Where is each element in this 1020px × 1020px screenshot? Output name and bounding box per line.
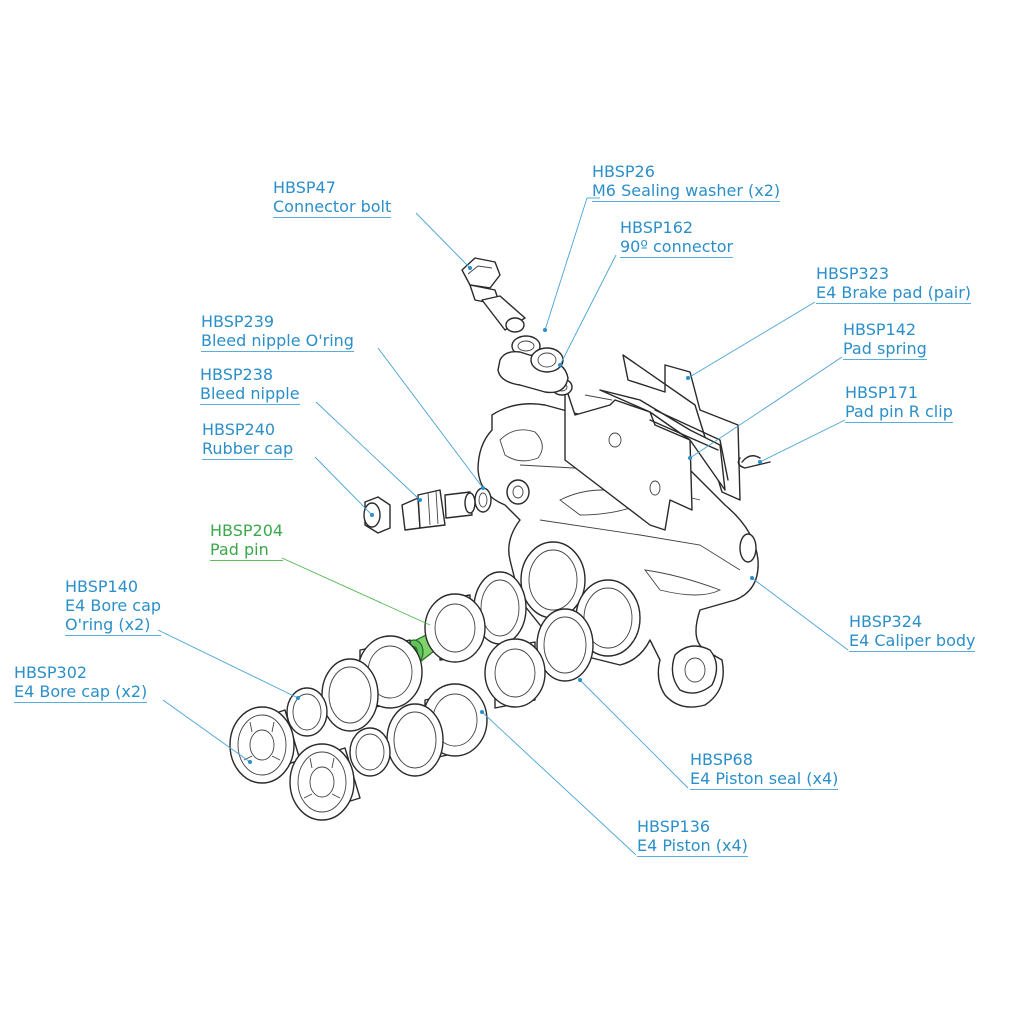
bleed-nipple: [401, 489, 476, 531]
lower-row-parts: [349, 608, 594, 777]
callout-hbsp140: HBSP140 E4 Bore cap O'ring (x2): [65, 577, 162, 636]
callout-hbsp239: HBSP239 Bleed nipple O'ring: [201, 312, 354, 352]
upper-row-parts: [286, 571, 527, 737]
rubber-cap: [363, 496, 391, 534]
part-code: HBSP47: [273, 178, 336, 197]
part-code: HBSP204: [210, 521, 284, 540]
callout-hbsp324: HBSP324 E4 Caliper body: [849, 612, 976, 652]
bleed-nipple-oring: [474, 487, 492, 513]
part-code: HBSP162: [620, 218, 694, 237]
part-name: Rubber cap: [202, 439, 294, 460]
part-name: E4 Piston seal (x4): [690, 769, 839, 790]
part-code: HBSP171: [845, 383, 919, 402]
bore-cap-upper: [229, 706, 301, 784]
part-name: 90º connector: [620, 237, 734, 258]
part-name: E4 Bore cap: [65, 596, 162, 615]
callout-hbsp204: HBSP204 Pad pin: [210, 521, 284, 561]
part-code: HBSP136: [637, 817, 711, 836]
callout-hbsp47: HBSP47 Connector bolt: [273, 178, 392, 218]
ninety-connector: [497, 347, 569, 394]
part-code: HBSP324: [849, 612, 923, 631]
callout-hbsp238: HBSP238 Bleed nipple: [200, 365, 300, 405]
part-name: E4 Caliper body: [849, 631, 976, 652]
callout-hbsp240: HBSP240 Rubber cap: [202, 420, 294, 460]
part-code: HBSP323: [816, 264, 890, 283]
part-code: HBSP142: [843, 320, 917, 339]
part-name-line2: O'ring (x2): [65, 615, 162, 636]
connector-bolt: [461, 257, 526, 333]
part-code: HBSP238: [200, 365, 274, 384]
part-name: Connector bolt: [273, 197, 392, 218]
part-name: E4 Brake pad (pair): [816, 283, 972, 304]
part-code: HBSP240: [202, 420, 276, 439]
part-code: HBSP239: [201, 312, 275, 331]
part-name: Pad pin R clip: [845, 402, 953, 423]
part-name: Bleed nipple O'ring: [201, 331, 354, 352]
leader-lines: [157, 197, 849, 856]
part-name: Pad pin: [210, 540, 284, 561]
callout-hbsp323: HBSP323 E4 Brake pad (pair): [816, 264, 972, 304]
part-name: M6 Sealing washer (x2): [592, 181, 781, 202]
callout-hbsp162: HBSP162 90º connector: [620, 218, 734, 258]
callout-hbsp26: HBSP26 M6 Sealing washer (x2): [592, 162, 781, 202]
callout-hbsp302: HBSP302 E4 Bore cap (x2): [14, 663, 148, 703]
brake-pads: [564, 354, 741, 531]
part-name: E4 Bore cap (x2): [14, 682, 148, 703]
callout-hbsp136: HBSP136 E4 Piston (x4): [637, 817, 748, 857]
callout-hbsp68: HBSP68 E4 Piston seal (x4): [690, 750, 839, 790]
part-code: HBSP140: [65, 577, 139, 596]
part-name: Bleed nipple: [200, 384, 300, 405]
callout-hbsp171: HBSP171 Pad pin R clip: [845, 383, 953, 423]
part-name: Pad spring: [843, 339, 927, 360]
part-name: E4 Piston (x4): [637, 836, 748, 857]
callout-hbsp142: HBSP142 Pad spring: [843, 320, 927, 360]
part-code: HBSP26: [592, 162, 655, 181]
bore-cap-lower: [289, 743, 361, 821]
r-clip: [737, 455, 771, 469]
part-code: HBSP68: [690, 750, 753, 769]
part-code: HBSP302: [14, 663, 88, 682]
